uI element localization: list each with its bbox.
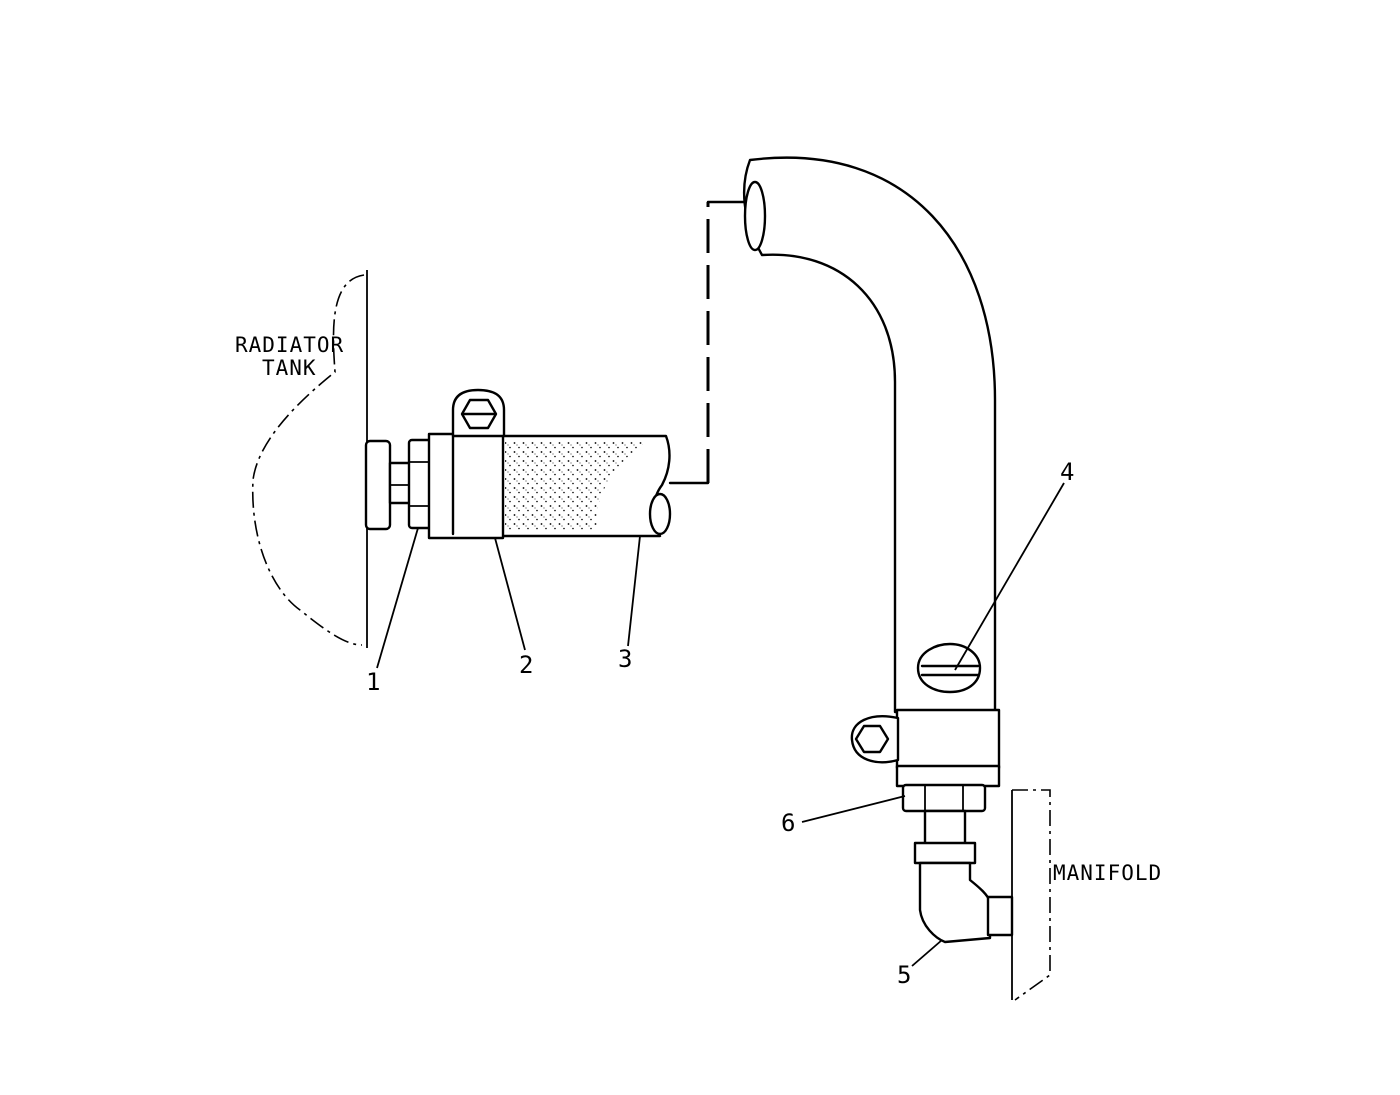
hose-clamp-screw-4 — [916, 642, 982, 694]
hose-connection-line — [668, 200, 750, 485]
radiator-tank-outline — [251, 270, 368, 648]
radiator-tank-label-line1: RADIATOR — [235, 333, 344, 357]
hose-clamp-right — [850, 708, 1001, 788]
radiator-fitting — [364, 439, 414, 531]
hose-3 — [493, 434, 672, 538]
callout-leaders — [376, 482, 1065, 967]
radiator-tank-label-line2: TANK — [262, 356, 317, 380]
hose-clamp-2 — [427, 388, 506, 540]
elbow-fitting-5 — [913, 809, 1014, 944]
callout-2: 2 — [519, 651, 533, 679]
callout-1: 1 — [366, 668, 380, 696]
manifold-outline — [1011, 789, 1051, 1001]
callout-4: 4 — [1060, 458, 1074, 486]
callout-3: 3 — [618, 645, 632, 673]
manifold-label: MANIFOLD — [1053, 861, 1162, 885]
hex-nut-1 — [407, 438, 433, 530]
elbow-hose — [742, 156, 997, 714]
callout-5: 5 — [897, 961, 911, 989]
callout-6: 6 — [781, 809, 795, 837]
hex-nut-6 — [901, 783, 987, 813]
